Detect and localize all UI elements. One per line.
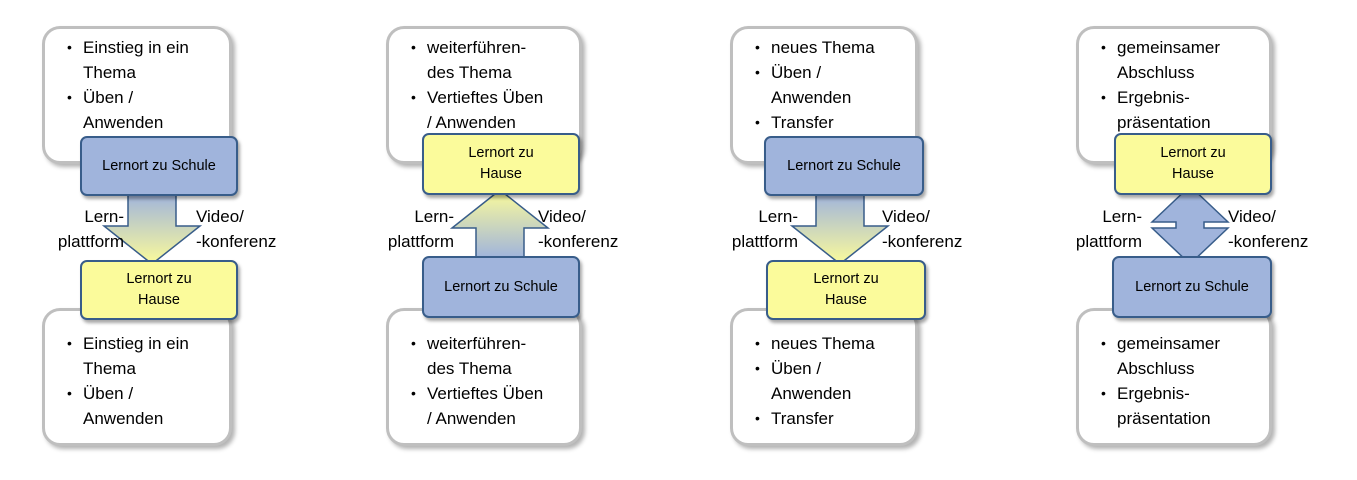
- list-item: Üben / Anwenden: [67, 85, 219, 135]
- list-item: weiterführen- des Thema: [411, 331, 569, 381]
- top-list: Einstieg in ein Thema Üben / Anwenden: [67, 35, 219, 135]
- lernort-box-upper: Lernort zu Hause: [422, 133, 580, 195]
- list-item: Transfer: [755, 406, 905, 431]
- arrow-down-icon: [789, 193, 891, 265]
- bottom-card: Einstieg in ein Thema Üben / Anwenden: [42, 308, 232, 446]
- top-list: gemeinsamer Abschluss Ergebnis- präsenta…: [1101, 35, 1259, 135]
- list-item: Vertieftes Üben / Anwenden: [411, 381, 569, 431]
- list-item: gemeinsamer Abschluss: [1101, 331, 1259, 381]
- bottom-card: weiterführen- des Thema Vertieftes Üben …: [386, 308, 582, 446]
- list-item: Einstieg in ein Thema: [67, 331, 219, 381]
- list-item: Ergebnis- präsentation: [1101, 85, 1259, 135]
- lernort-box-upper: Lernort zu Hause: [1114, 133, 1272, 195]
- list-item: neues Thema: [755, 35, 905, 60]
- bottom-card: neues Thema Üben / Anwenden Transfer: [730, 308, 918, 446]
- list-item: Üben / Anwenden: [755, 356, 905, 406]
- left-label: Lern- plattform: [731, 207, 798, 251]
- left-label: Lern- plattform: [387, 207, 454, 251]
- list-item: Einstieg in ein Thema: [67, 35, 219, 85]
- right-label: Video/ -konferenz: [196, 207, 277, 251]
- left-label: Lern- plattform: [1075, 207, 1142, 251]
- lernort-box-lower: Lernort zu Schule: [1112, 256, 1272, 318]
- bottom-list: Einstieg in ein Thema Üben / Anwenden: [67, 331, 219, 431]
- list-item: Ergebnis- präsentation: [1101, 381, 1259, 431]
- panel-1: Einstieg in ein Thema Üben / Anwenden Ei…: [0, 0, 340, 480]
- arrow-down-icon: [101, 193, 203, 265]
- top-list: neues Thema Üben / Anwenden Transfer: [755, 35, 905, 135]
- list-item: Üben / Anwenden: [755, 60, 905, 110]
- lernort-box-upper: Lernort zu Schule: [764, 136, 924, 196]
- top-list: weiterführen- des Thema Vertieftes Üben …: [411, 35, 569, 135]
- list-item: weiterführen- des Thema: [411, 35, 569, 85]
- left-label: Lern- plattform: [57, 207, 124, 251]
- arrow-up-icon: [449, 189, 551, 259]
- bottom-card: gemeinsamer Abschluss Ergebnis- präsenta…: [1076, 308, 1272, 446]
- right-label: Video/ -konferenz: [882, 207, 963, 251]
- bottom-list: weiterführen- des Thema Vertieftes Üben …: [411, 331, 569, 431]
- right-label: Video/ -konferenz: [538, 207, 619, 251]
- list-item: neues Thema: [755, 331, 905, 356]
- lernort-box-lower: Lernort zu Hause: [80, 260, 238, 320]
- lernort-box-lower: Lernort zu Hause: [766, 260, 926, 320]
- list-item: Transfer: [755, 110, 905, 135]
- right-label: Video/ -konferenz: [1228, 207, 1309, 251]
- panel-4: gemeinsamer Abschluss Ergebnis- präsenta…: [1030, 0, 1357, 480]
- bottom-list: neues Thema Üben / Anwenden Transfer: [755, 331, 905, 431]
- lernort-box-upper: Lernort zu Schule: [80, 136, 238, 196]
- panel-3: neues Thema Üben / Anwenden Transfer neu…: [688, 0, 1028, 480]
- list-item: Üben / Anwenden: [67, 381, 219, 431]
- lernort-box-lower: Lernort zu Schule: [422, 256, 580, 318]
- bottom-list: gemeinsamer Abschluss Ergebnis- präsenta…: [1101, 331, 1259, 431]
- top-card: weiterführen- des Thema Vertieftes Üben …: [386, 26, 582, 164]
- list-item: gemeinsamer Abschluss: [1101, 35, 1259, 85]
- list-item: Vertieftes Üben / Anwenden: [411, 85, 569, 135]
- panel-2: weiterführen- des Thema Vertieftes Üben …: [344, 0, 684, 480]
